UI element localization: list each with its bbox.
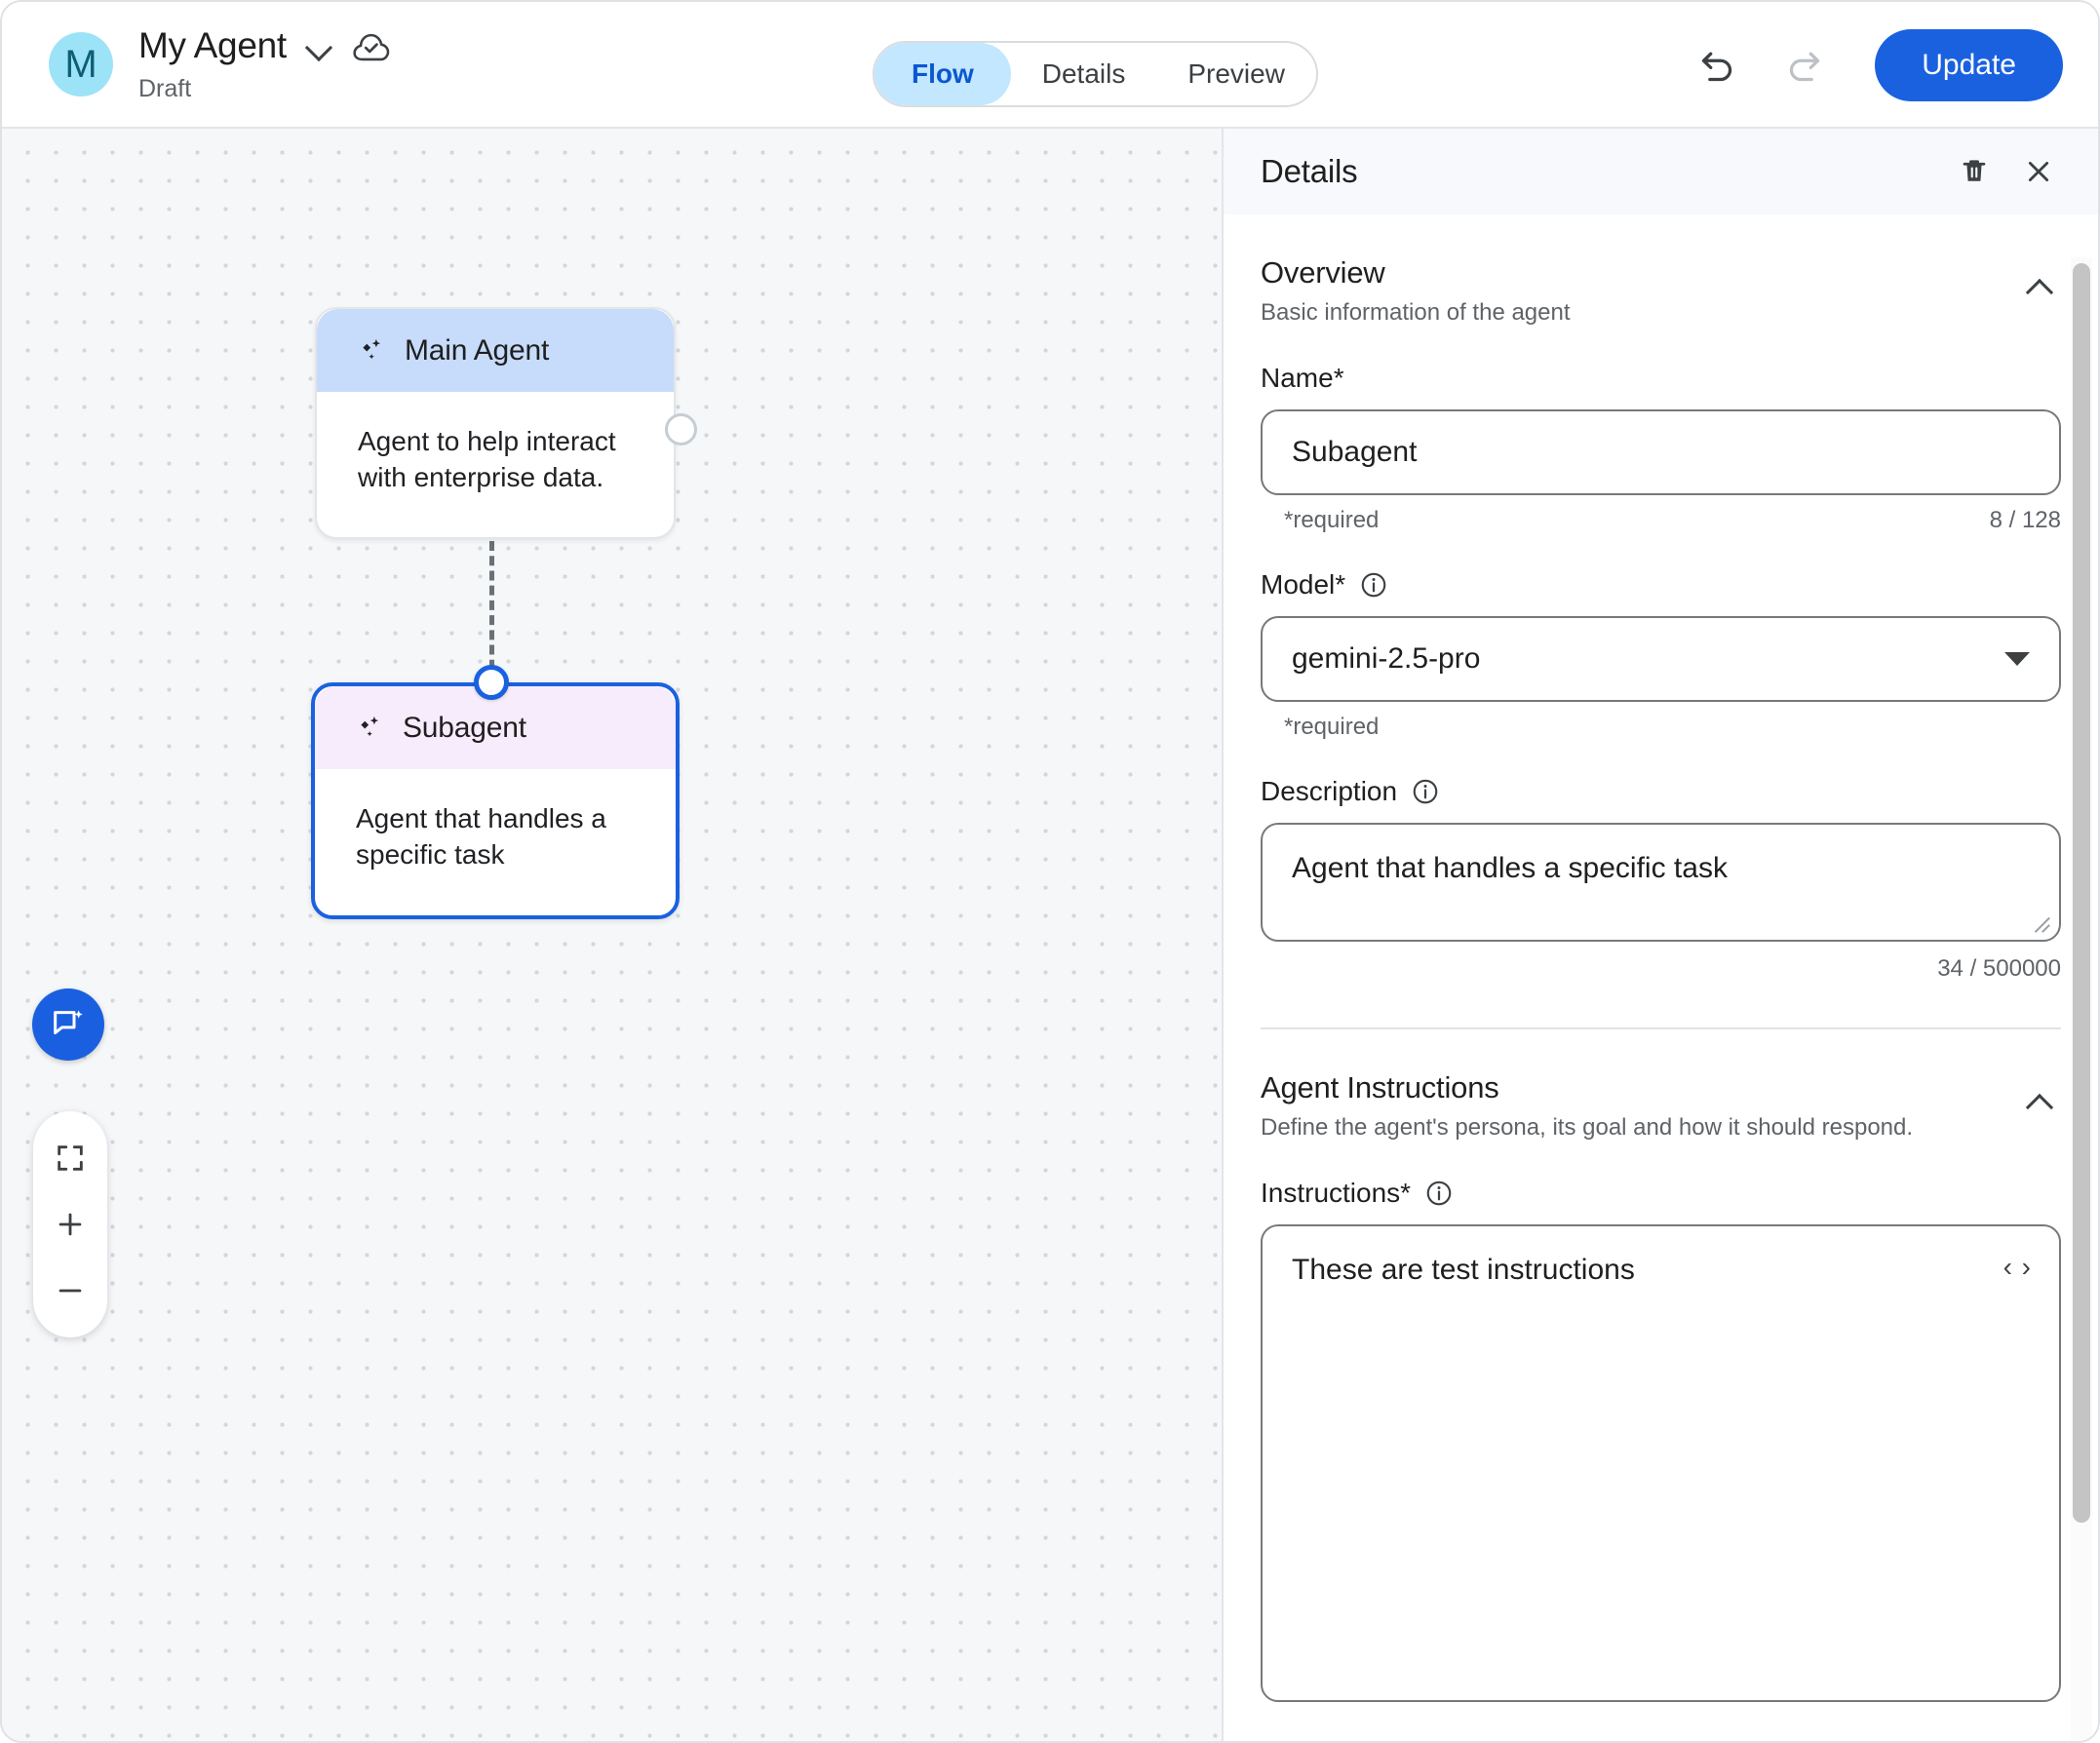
description-field-group: Description Agent that handles a specifi…: [1261, 776, 2061, 983]
fit-screen-icon[interactable]: [39, 1127, 101, 1189]
status-badge: Draft: [138, 75, 192, 102]
instructions-label-row: Instructions*: [1261, 1178, 2061, 1209]
node-main-agent-description: Agent to help interact with enterprise d…: [358, 426, 616, 493]
tab-flow[interactable]: Flow: [875, 43, 1011, 105]
description-char-counter: 34 / 500000: [1937, 955, 2061, 982]
trash-icon[interactable]: [1950, 147, 1999, 196]
node-main-agent-output-port[interactable]: [665, 413, 697, 445]
agent-identity: M My Agent Draft: [49, 25, 392, 103]
chevron-up-icon[interactable]: [2018, 1082, 2061, 1125]
details-panel-scroll-area: Overview Basic information of the agent …: [1224, 214, 2098, 1741]
details-panel-title: Details: [1261, 153, 1358, 189]
view-tabs: Flow Details Preview: [873, 41, 1318, 107]
flow-canvas[interactable]: Main Agent Agent to help interact with e…: [2, 129, 1222, 1741]
update-button[interactable]: Update: [1875, 29, 2063, 101]
chevron-up-icon[interactable]: [2018, 267, 2061, 310]
chat-sparkle-icon[interactable]: [32, 988, 104, 1061]
instructions-label: Instructions*: [1261, 1178, 1412, 1208]
info-icon[interactable]: [1411, 777, 1440, 806]
name-label: Name*: [1261, 363, 1344, 393]
description-label-row: Description: [1261, 776, 2061, 807]
info-icon[interactable]: [1359, 570, 1388, 600]
node-subagent[interactable]: Subagent Agent that handles a specific t…: [311, 682, 680, 919]
close-icon[interactable]: [2014, 147, 2063, 196]
model-helper-row: *required: [1261, 714, 2061, 741]
section-overview-subtitle: Basic information of the agent: [1261, 299, 1571, 326]
caret-down-icon: [2004, 652, 2030, 666]
chevron-down-icon[interactable]: [304, 31, 333, 60]
details-panel: Details Overview Basic inf: [1222, 129, 2098, 1741]
zoom-out-button[interactable]: [39, 1259, 101, 1322]
node-main-agent-inner: Main Agent Agent to help interact with e…: [317, 309, 674, 537]
agent-title-row: My Agent: [138, 25, 392, 66]
page-title: My Agent: [138, 25, 287, 65]
cloud-done-icon: [351, 29, 392, 62]
redo-icon[interactable]: [1775, 37, 1832, 94]
node-subagent-header: Subagent: [315, 686, 676, 769]
node-subagent-inner: Subagent Agent that handles a specific t…: [315, 686, 676, 915]
node-subagent-title: Subagent: [403, 711, 526, 744]
node-main-agent-title: Main Agent: [405, 333, 550, 367]
model-label: Model*: [1261, 569, 1346, 600]
description-char-counter-row: 34 / 500000: [1261, 955, 2061, 983]
instructions-textarea-value: These are test instructions: [1292, 1254, 1635, 1286]
info-icon[interactable]: [1424, 1179, 1454, 1208]
name-label-row: Name*: [1261, 363, 2061, 394]
resize-handle-icon[interactable]: [2030, 912, 2051, 934]
name-input[interactable]: Subagent: [1261, 409, 2061, 495]
instructions-field-group: Instructions* These are test instruction…: [1261, 1178, 2061, 1702]
model-required-hint: *required: [1284, 714, 1380, 740]
description-textarea-value: Agent that handles a specific task: [1292, 852, 1728, 884]
details-scrollbar-thumb[interactable]: [2073, 263, 2090, 1523]
section-agent-instructions-text: Agent Instructions Define the agent's pe…: [1261, 1070, 2018, 1143]
description-textarea[interactable]: Agent that handles a specific task: [1261, 823, 2061, 942]
node-subagent-description: Agent that handles a specific task: [356, 803, 606, 871]
section-overview-header: Overview Basic information of the agent: [1261, 214, 2061, 328]
node-main-agent[interactable]: Main Agent Agent to help interact with e…: [315, 307, 676, 539]
name-helper-row: *required 8 / 128: [1261, 507, 2061, 534]
canvas-zoom-controls: [33, 1111, 107, 1337]
node-main-agent-header: Main Agent: [317, 309, 674, 392]
agent-title-block: My Agent Draft: [138, 25, 392, 103]
top-bar-actions: Update: [1690, 2, 2063, 129]
instructions-textarea[interactable]: These are test instructions ‹ ›: [1261, 1224, 2061, 1702]
model-label-row: Model*: [1261, 569, 2061, 600]
node-subagent-input-port[interactable]: [474, 665, 509, 700]
section-divider: [1261, 1027, 2061, 1029]
code-view-toggle[interactable]: ‹ ›: [2003, 1252, 2032, 1282]
section-agent-instructions-subtitle: Define the agent's persona, its goal and…: [1261, 1114, 1914, 1141]
model-field-group: Model* gemini-2.5-pro *required: [1261, 569, 2061, 741]
avatar: M: [49, 32, 113, 97]
zoom-in-button[interactable]: [39, 1193, 101, 1256]
sparkle-icon: [358, 336, 387, 366]
description-label: Description: [1261, 776, 1398, 806]
section-agent-instructions-title: Agent Instructions: [1261, 1070, 1499, 1104]
top-bar: M My Agent Draft Flow Details Pr: [2, 2, 2098, 129]
tab-preview[interactable]: Preview: [1187, 58, 1285, 89]
edge-main-to-sub: [489, 541, 494, 684]
name-char-counter: 8 / 128: [1989, 507, 2061, 533]
section-overview-text: Overview Basic information of the agent: [1261, 255, 2018, 328]
name-field-group: Name* Subagent *required 8 / 128: [1261, 363, 2061, 534]
undo-icon[interactable]: [1690, 37, 1746, 94]
sparkle-icon: [356, 714, 385, 743]
tab-details[interactable]: Details: [1041, 58, 1126, 89]
details-panel-header: Details: [1224, 129, 2098, 214]
section-overview-title: Overview: [1261, 255, 1385, 290]
model-select-value: gemini-2.5-pro: [1292, 642, 1481, 675]
name-required-hint: *required: [1284, 507, 1380, 533]
model-select[interactable]: gemini-2.5-pro: [1261, 616, 2061, 702]
section-agent-instructions-header: Agent Instructions Define the agent's pe…: [1261, 1029, 2061, 1143]
